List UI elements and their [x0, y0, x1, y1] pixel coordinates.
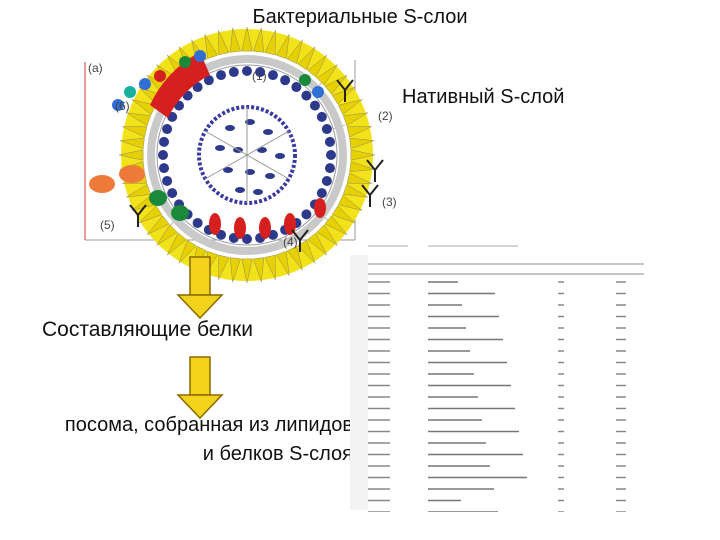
marker-5: (5): [100, 218, 115, 232]
protein-bead: [268, 70, 278, 80]
table-shadow-strip: [350, 255, 368, 510]
protein-bead: [325, 163, 335, 173]
core-dot: [253, 189, 263, 195]
core-dot: [225, 125, 235, 131]
marker-3: (3): [382, 195, 397, 209]
protein-bead: [310, 101, 320, 111]
protein-bead: [322, 176, 332, 186]
core-dot: [235, 187, 245, 193]
protein-bead: [216, 70, 226, 80]
protein-bead: [162, 176, 172, 186]
marker-a: (a): [88, 61, 103, 75]
protein-bead: [325, 137, 335, 147]
protein-bead: [159, 137, 169, 147]
marker-6: (6): [115, 99, 130, 113]
protein-bead: [159, 163, 169, 173]
core-dot: [215, 145, 225, 151]
protein-bead: [193, 218, 203, 228]
protein-bead: [167, 188, 177, 198]
protein-bead: [291, 82, 301, 92]
protein-bead: [162, 124, 172, 134]
protein-bead: [158, 150, 168, 160]
arrow-down-2: [178, 357, 222, 418]
protein-bead: [242, 66, 252, 76]
peptide-table-thumbnail: [368, 240, 644, 512]
cell-diagram: [119, 27, 375, 283]
marker-1: (1): [252, 69, 267, 83]
protein-bead: [317, 112, 327, 122]
core-dot: [275, 153, 285, 159]
protein-bead: [229, 67, 239, 77]
table-rows: [368, 246, 644, 512]
protein-bead: [322, 124, 332, 134]
protein-bead: [301, 209, 311, 219]
protein-bead: [326, 150, 336, 160]
orange-particle: [89, 175, 115, 193]
protein-bead: [301, 91, 311, 101]
core-dot: [265, 173, 275, 179]
core-dot: [263, 129, 273, 135]
protein-bead: [280, 75, 290, 85]
protein-bead: [317, 188, 327, 198]
marker-4: (4): [283, 235, 298, 249]
marker-2: (2): [378, 109, 393, 123]
